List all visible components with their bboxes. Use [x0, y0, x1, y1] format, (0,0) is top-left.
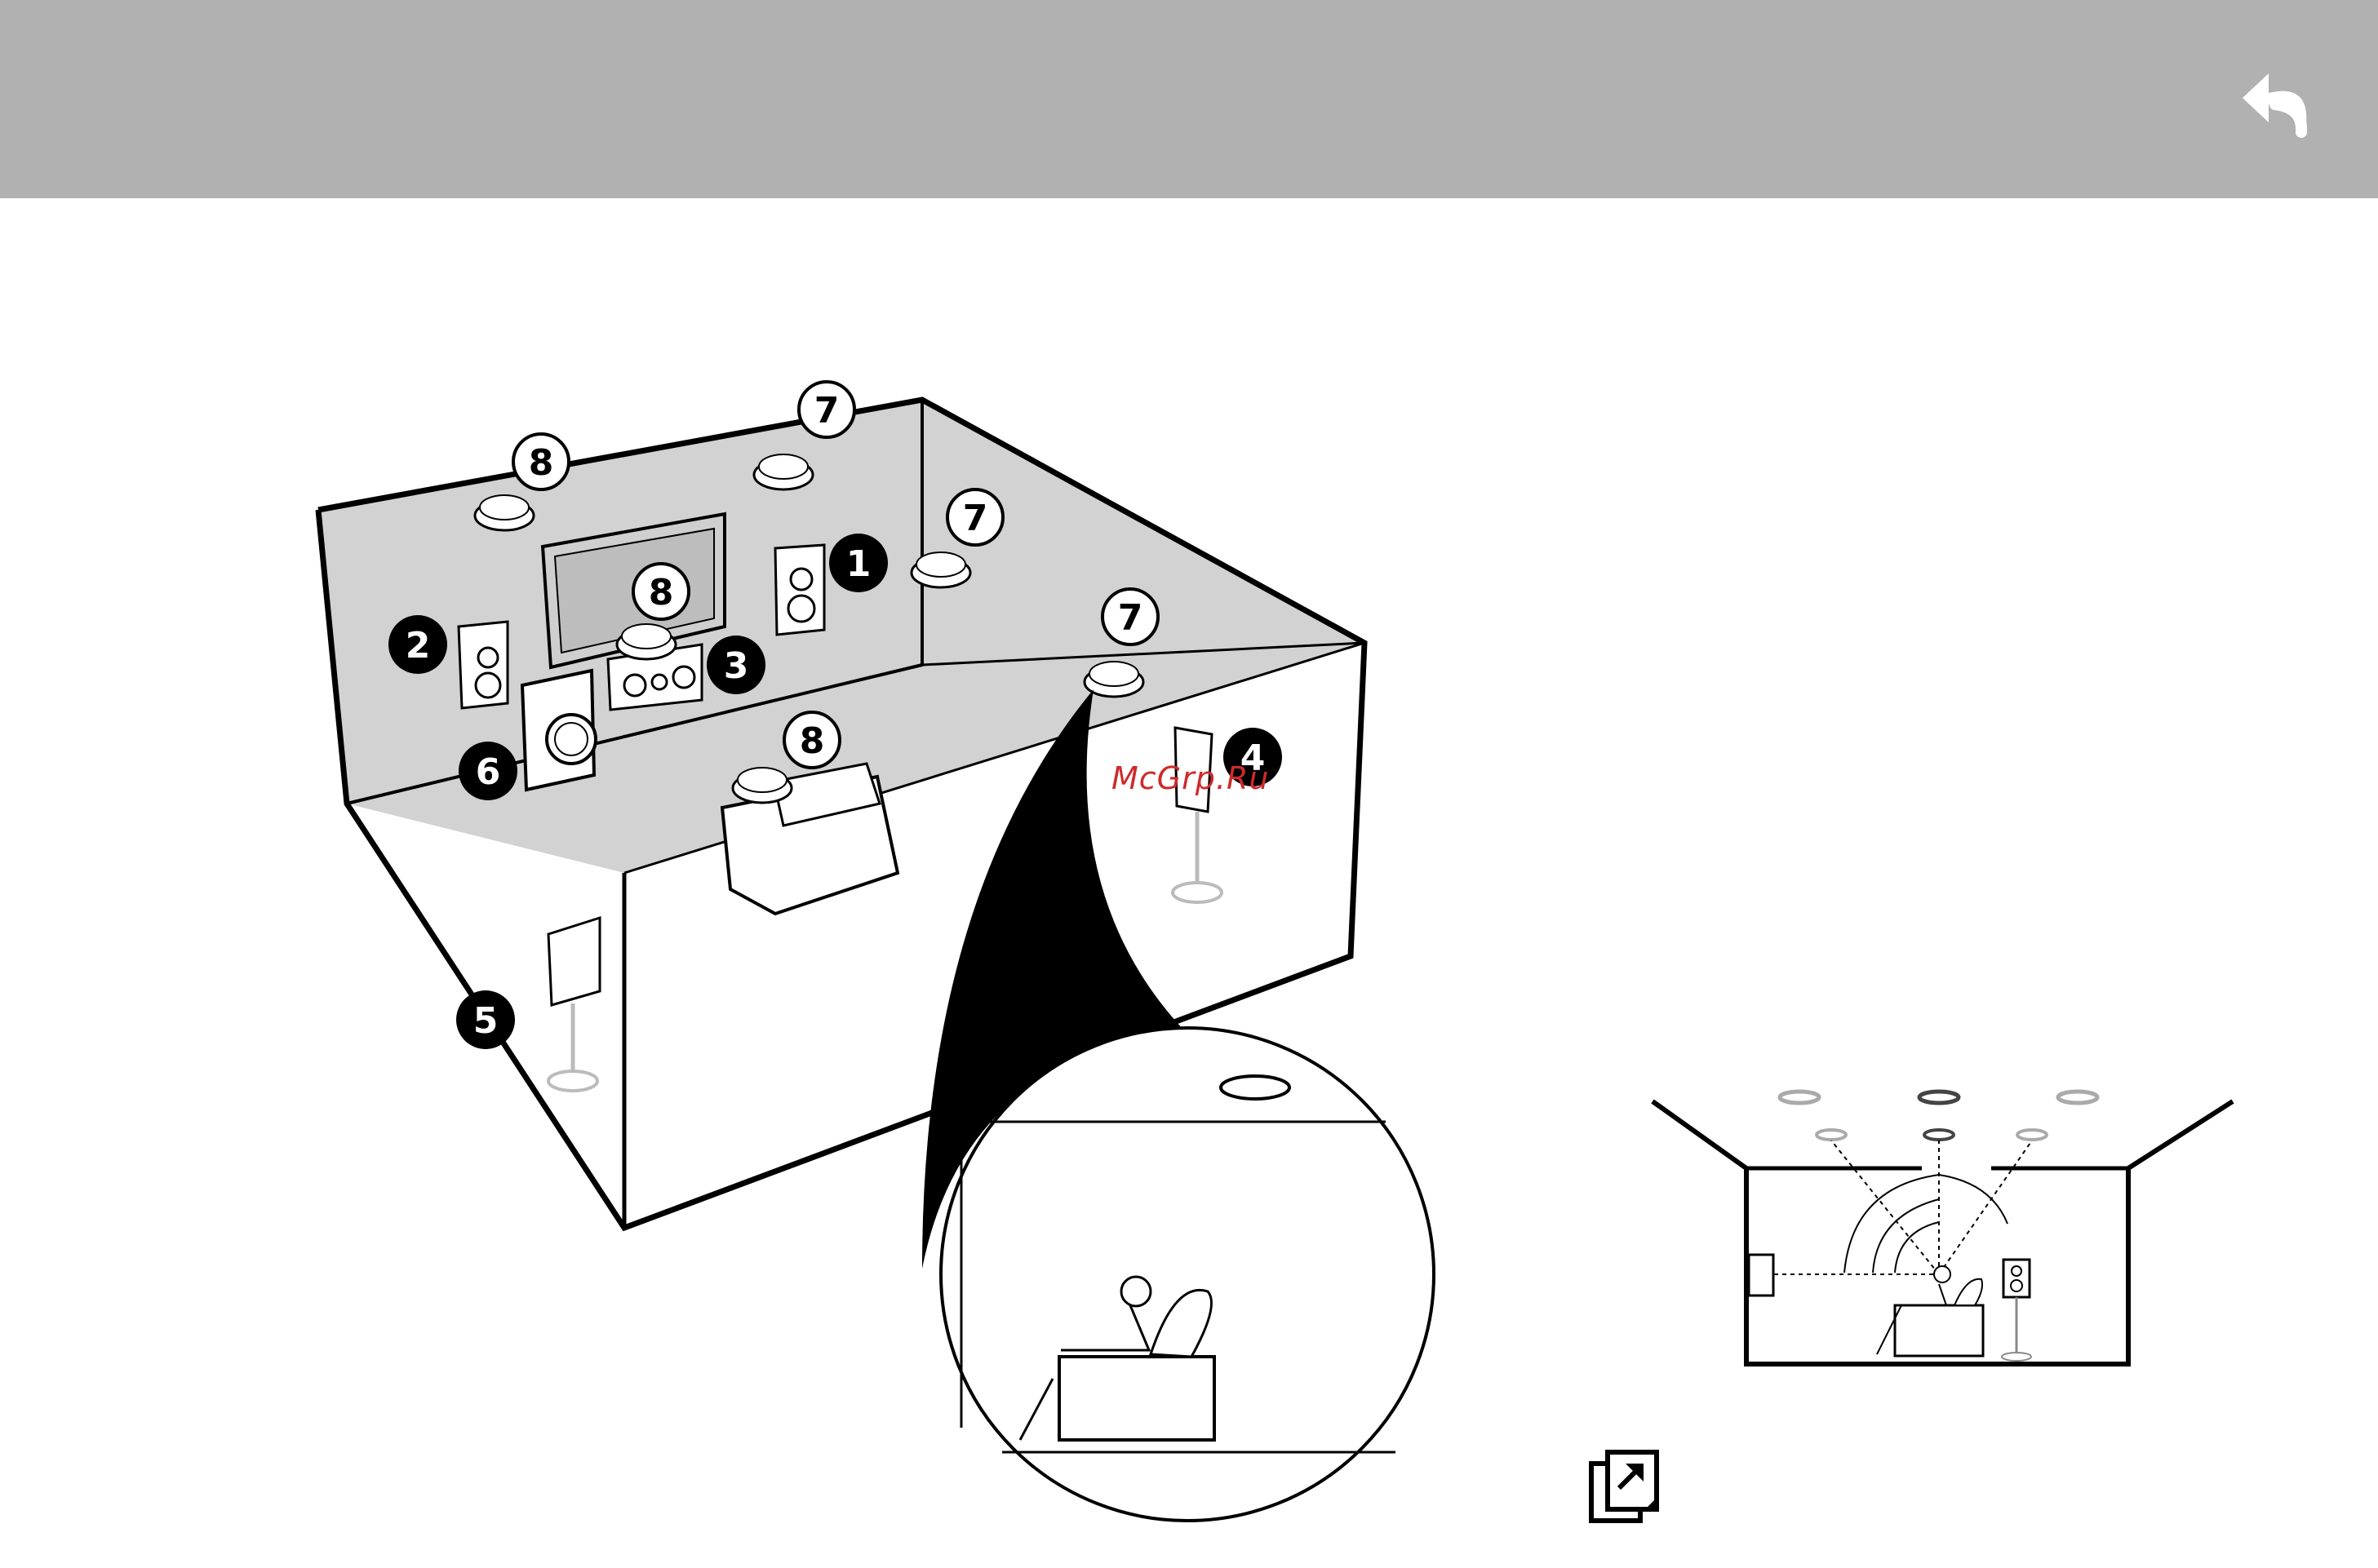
header-bar — [0, 0, 2378, 198]
back-button[interactable] — [2228, 51, 2326, 148]
page-link-button[interactable] — [1586, 1447, 1668, 1529]
undo-arrow-icon — [2228, 51, 2326, 148]
page-link-icon — [1586, 1447, 1668, 1529]
ceiling-angle-diagram — [0, 198, 2378, 1568]
